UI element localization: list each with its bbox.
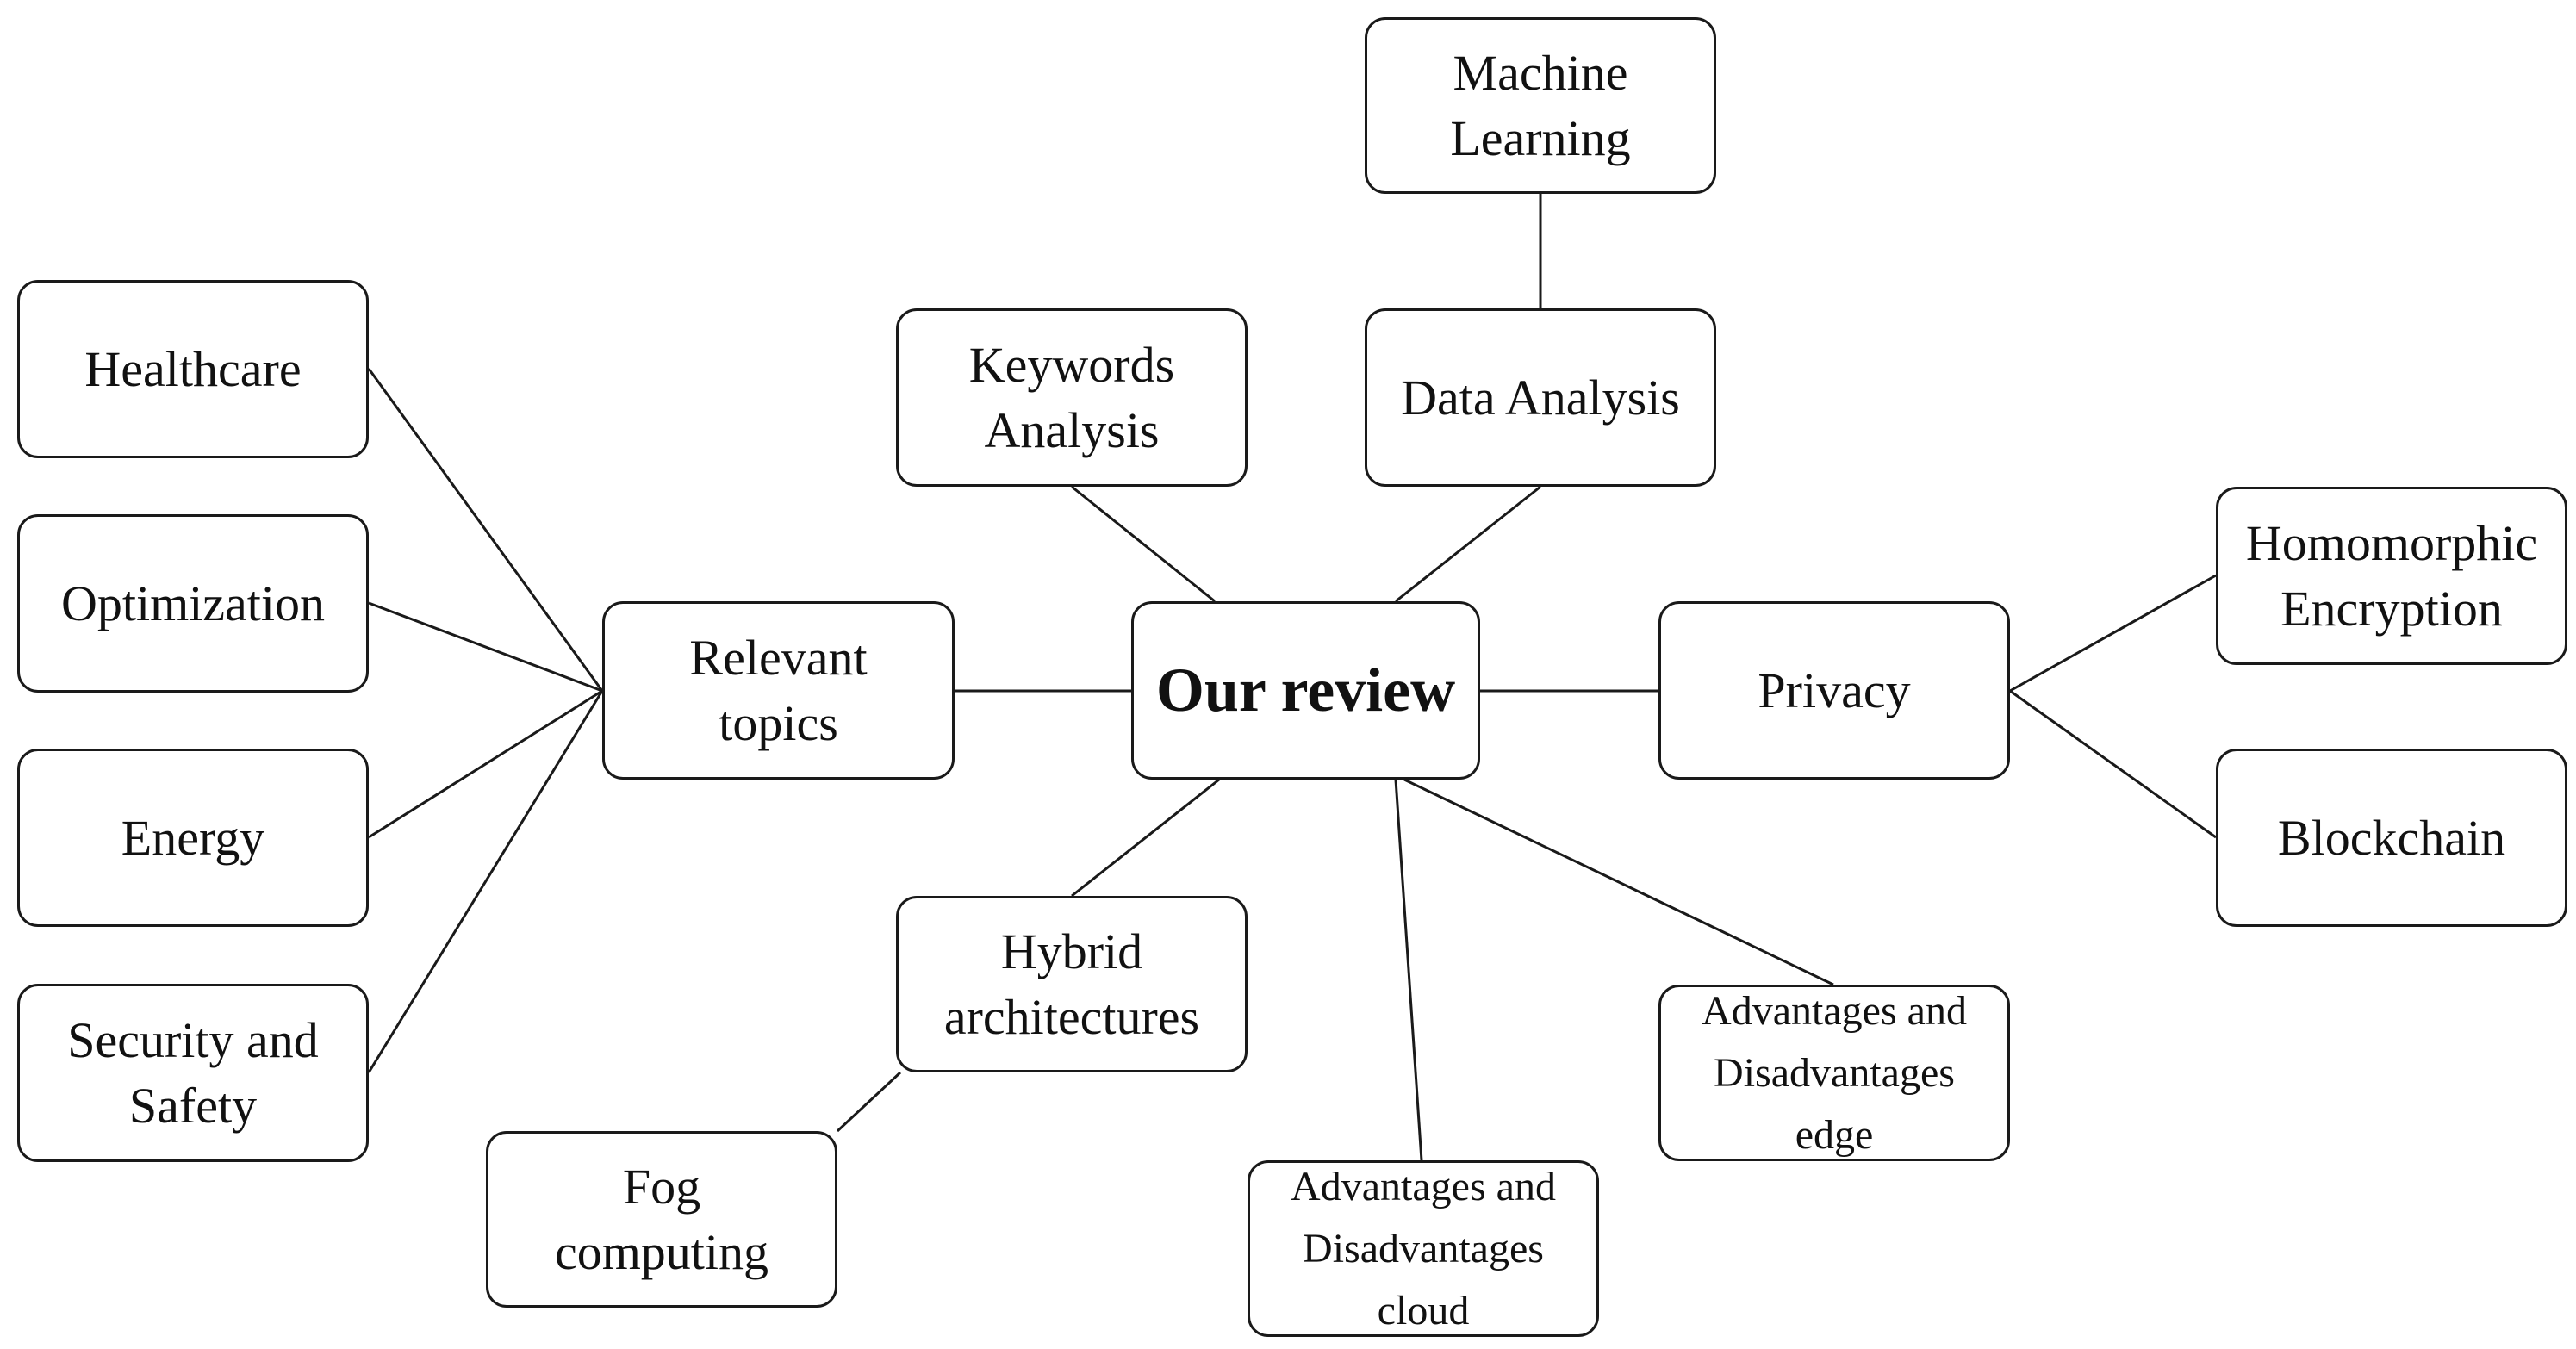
node-privacy-label: Privacy [1758, 662, 1911, 718]
node-optimization: Optimization [17, 514, 369, 693]
edge-center-data-analysis [1395, 485, 1541, 603]
edge-center-keywords [1071, 485, 1216, 603]
node-homomorphic-encryption-label: Homomorphic Encryption [2245, 515, 2538, 637]
node-adv-disadv-edge-label: Advantages and Disadvantages edge [1702, 987, 1967, 1158]
node-privacy: Privacy [1658, 601, 2010, 780]
node-fog-computing: Fog computing [486, 1131, 837, 1308]
edge-hybrid-fog [836, 1071, 902, 1133]
node-relevant-topics: Relevant topics [602, 601, 955, 780]
edge-relevant-energy [368, 689, 603, 839]
node-homomorphic-encryption: Homomorphic Encryption [2216, 487, 2567, 665]
node-blockchain: Blockchain [2216, 749, 2567, 927]
node-machine-learning-label: Machine Learning [1450, 45, 1631, 166]
edge-center-adv-edge [1403, 778, 1834, 986]
node-security-and-safety: Security and Safety [17, 984, 369, 1162]
node-hybrid-architectures-label: Hybrid architectures [943, 923, 1200, 1045]
edge-privacy-homomorphic [2009, 574, 2217, 693]
node-optimization-label: Optimization [60, 575, 326, 631]
node-relevant-topics-label: Relevant topics [689, 630, 868, 751]
node-security-and-safety-label: Security and Safety [67, 1012, 319, 1134]
node-adv-disadv-edge: Advantages and Disadvantages edge [1658, 985, 2010, 1161]
edge-relevant-optimization [368, 601, 603, 693]
node-adv-disadv-cloud-label: Advantages and Disadvantages cloud [1291, 1163, 1556, 1333]
node-hybrid-architectures: Hybrid architectures [896, 896, 1248, 1072]
node-data-analysis-label: Data Analysis [1401, 369, 1680, 426]
edge-relevant-security [367, 690, 604, 1073]
node-machine-learning: Machine Learning [1365, 17, 1716, 194]
edge-center-hybrid [1071, 778, 1220, 898]
node-fog-computing-label: Fog computing [554, 1159, 769, 1280]
node-keywords-analysis: Keywords Analysis [896, 308, 1248, 487]
node-adv-disadv-cloud: Advantages and Disadvantages cloud [1248, 1160, 1599, 1337]
edge-privacy-blockchain [2009, 689, 2217, 839]
node-our-review: Our review [1131, 601, 1480, 780]
node-blockchain-label: Blockchain [2277, 809, 2506, 866]
node-energy-label: Energy [121, 809, 265, 866]
node-keywords-analysis-label: Keywords Analysis [968, 337, 1175, 458]
node-our-review-label: Our review [1155, 655, 1456, 724]
node-data-analysis: Data Analysis [1365, 308, 1716, 487]
edge-relevant-healthcare [367, 368, 604, 692]
node-healthcare-label: Healthcare [84, 340, 302, 397]
edge-center-adv-cloud [1394, 779, 1423, 1161]
node-energy: Energy [17, 749, 369, 927]
node-healthcare: Healthcare [17, 280, 369, 458]
